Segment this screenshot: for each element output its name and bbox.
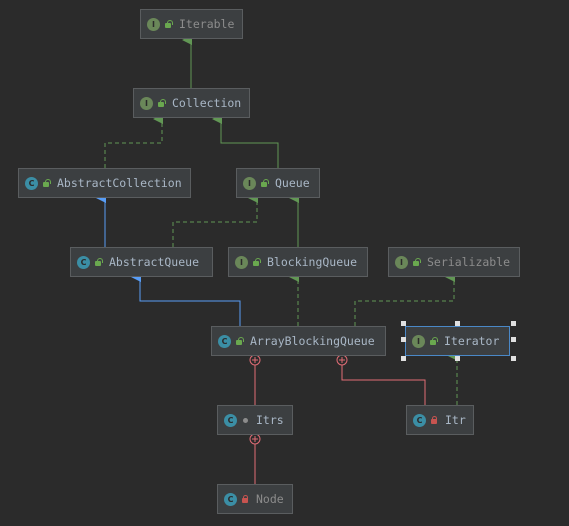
- interface-icon: I: [412, 334, 425, 348]
- node-iterator[interactable]: I Iterator: [405, 326, 510, 356]
- edge-arrayblockingqueue-serializable: [354, 272, 455, 326]
- private-visibility-icon: [241, 494, 250, 504]
- resize-handle[interactable]: [401, 337, 406, 342]
- edge-arrayblockingqueue-abstractqueue: [131, 272, 241, 326]
- node-queue[interactable]: I Queue: [236, 168, 320, 198]
- public-visibility-icon: [412, 257, 421, 267]
- node-abstract-queue[interactable]: C AbstractQueue: [70, 247, 213, 277]
- class-icon: C: [77, 255, 90, 269]
- resize-handle[interactable]: [455, 321, 460, 326]
- inner-class-marker: [249, 433, 261, 445]
- node-label: BlockingQueue: [267, 255, 358, 269]
- node-node[interactable]: C Node: [217, 484, 293, 514]
- public-visibility-icon: [235, 336, 244, 346]
- node-label: Iterator: [444, 334, 500, 348]
- public-visibility-icon: [94, 257, 103, 267]
- public-visibility-icon: [429, 336, 438, 346]
- class-icon: C: [218, 334, 231, 348]
- edge-abstractcollection-collection: [104, 114, 163, 168]
- node-serializable[interactable]: I Serializable: [388, 247, 520, 277]
- node-label: Serializable: [427, 255, 511, 269]
- interface-icon: I: [243, 176, 256, 190]
- resize-handle[interactable]: [511, 356, 516, 361]
- node-abstract-collection[interactable]: C AbstractCollection: [18, 168, 191, 198]
- node-label: Node: [256, 492, 284, 506]
- node-array-blocking-queue[interactable]: C ArrayBlockingQueue: [211, 326, 386, 356]
- node-label: ArrayBlockingQueue: [250, 334, 375, 348]
- public-visibility-icon: [164, 19, 173, 29]
- class-icon: C: [224, 492, 237, 506]
- interface-icon: I: [140, 96, 153, 110]
- public-visibility-icon: [157, 98, 166, 108]
- resize-handle[interactable]: [401, 356, 406, 361]
- public-visibility-icon: [42, 178, 51, 188]
- public-visibility-icon: [252, 257, 261, 267]
- node-label: Itr: [445, 413, 466, 427]
- resize-handle[interactable]: [511, 337, 516, 342]
- node-blocking-queue[interactable]: I BlockingQueue: [228, 247, 368, 277]
- interface-icon: I: [395, 255, 408, 269]
- package-visibility-icon: [241, 416, 250, 425]
- edge-itr-arrayblockingqueue: [341, 365, 426, 405]
- public-visibility-icon: [260, 178, 269, 188]
- class-icon: C: [25, 176, 38, 190]
- class-icon: C: [224, 413, 237, 427]
- node-label: Itrs: [256, 413, 284, 427]
- edge-queue-collection: [212, 114, 279, 168]
- private-visibility-icon: [430, 415, 439, 425]
- node-collection[interactable]: I Collection: [133, 88, 250, 118]
- node-label: Iterable: [179, 17, 235, 31]
- node-label: Collection: [172, 96, 242, 110]
- node-label: Queue: [275, 176, 310, 190]
- resize-handle[interactable]: [401, 321, 406, 326]
- resize-handle[interactable]: [511, 321, 516, 326]
- node-label: AbstractQueue: [109, 255, 200, 269]
- node-iterable[interactable]: I Iterable: [140, 9, 243, 39]
- interface-icon: I: [147, 17, 160, 31]
- resize-handle[interactable]: [455, 356, 460, 361]
- class-icon: C: [413, 413, 426, 427]
- node-itrs[interactable]: C Itrs: [217, 405, 293, 435]
- inner-class-marker: [249, 354, 261, 366]
- edge-abstractqueue-queue: [172, 193, 258, 247]
- interface-icon: I: [235, 255, 248, 269]
- node-itr[interactable]: C Itr: [406, 405, 474, 435]
- node-label: AbstractCollection: [57, 176, 182, 190]
- inner-class-marker: [336, 354, 348, 366]
